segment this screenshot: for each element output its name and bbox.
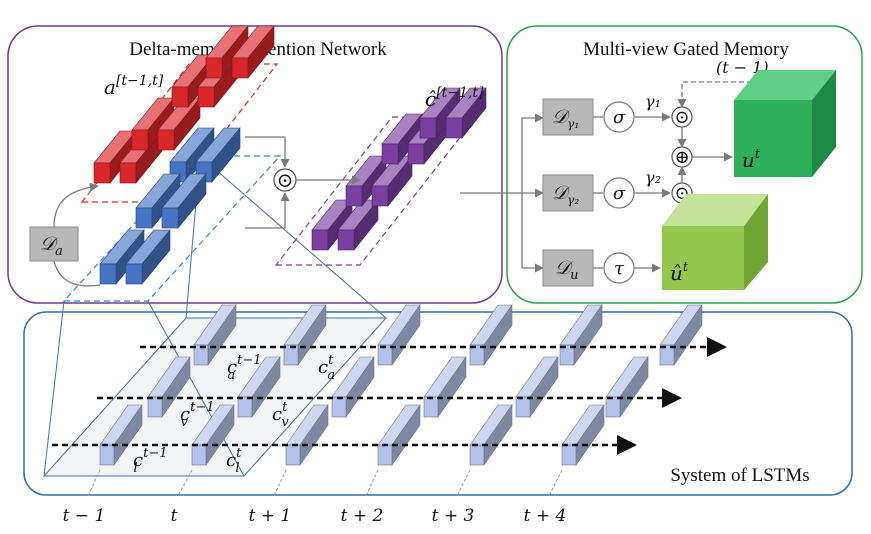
blue-memory-block [135,173,181,229]
gate1-odot-symbol: ⊙ [674,107,689,128]
d-gamma1-label: 𝒟γ₁ [552,106,579,131]
gamma1-label: γ₁ [645,92,661,111]
sigma1-symbol: σ [613,107,626,128]
d-a-label: 𝒟a [40,233,63,259]
lstm-cell [561,404,605,466]
purple-attended-block [371,155,413,207]
purple-attended-block [381,113,423,165]
mgm-title: Multi-view Gated Memory [583,39,789,60]
memory-blocks-blue [99,127,241,285]
mgm-panel [506,25,863,304]
time-axis: t − 1 t t + 1 t + 2 t + 3 t + 4 [63,469,567,526]
lstm-cell [147,356,191,418]
blue-memory-block [125,229,171,285]
u-hat-label: ût [670,260,689,285]
projection-line [43,300,65,477]
red-attention-block [131,97,175,151]
lstm-title: System of LSTMs [670,465,809,486]
blue-to-odot-arrow [245,192,290,229]
purple-attended-block [337,199,379,251]
u-memory-block [734,70,836,177]
lstm-cell [193,304,237,366]
d-a-to-red-arrow [53,182,99,228]
lstm-cell [99,404,143,466]
time-tick-label: t + 4 [524,506,567,526]
lstm-cell [515,356,559,418]
projection-line [199,155,387,319]
purple-attended-block [419,87,461,139]
attention-blocks-red [93,25,275,184]
lstm-panel [23,311,853,496]
lstm-cell [377,304,421,366]
lstm-cell [285,404,329,466]
red-attention-block [157,97,201,151]
dan-panel [7,25,503,304]
red-attention-block [205,25,249,79]
time-tick-label: t [171,506,178,526]
gamma2-label: γ₂ [645,168,661,187]
time-tick-line [365,469,379,497]
dan-odot-symbol: ⊙ [277,168,294,192]
lstm-cell [469,404,513,466]
d-a-box [29,226,79,262]
attended-blocks-purple [311,87,487,251]
a-region-outline [80,63,279,203]
lstm-cell [659,304,703,366]
time-tick-line [456,469,471,497]
blue-memory-block [161,173,207,229]
d-u-label: 𝒟u [555,257,579,283]
time-tick-line [273,469,287,497]
purple-attended-block [445,87,487,139]
u-label: ut [742,147,761,172]
blue-memory-block [195,127,241,183]
d-gamma2-label: 𝒟γ₂ [552,182,579,207]
lstm-cell [605,356,649,418]
lstm-cell [283,304,327,366]
projection-line [147,300,245,477]
blue-region-outline [62,155,282,302]
u-hat-block [662,194,768,290]
lstm-cell [423,356,467,418]
time-tick-line [548,469,563,497]
time-tick-label: t + 1 [249,506,292,526]
t-minus-1-label: (t − 1) [716,58,769,77]
a-label: a[t−1,t] [104,73,164,99]
tau-symbol: τ [614,258,625,279]
lstm-cell [191,404,235,466]
lstm-cell [331,356,375,418]
blue-memory-block [99,229,145,285]
blue-memory-block [169,127,215,183]
sigma2-symbol: σ [613,183,626,204]
time-tick-label: t + 2 [341,506,384,526]
d-a-from-blue-arrow [53,260,101,287]
lstm-cell [559,304,603,366]
lstm-cell [237,356,281,418]
red-to-odot-arrow [245,136,290,168]
time-tick-label: t + 3 [432,506,475,526]
lstm-cells [99,304,703,466]
lstm-cell [377,404,421,466]
lstm-cell [469,304,513,366]
time-tick-label: t − 1 [63,506,106,526]
oplus-symbol: ⊕ [674,147,689,168]
red-attention-block [231,25,275,79]
c-hat-label: ĉ[t−1,t] [425,85,484,111]
